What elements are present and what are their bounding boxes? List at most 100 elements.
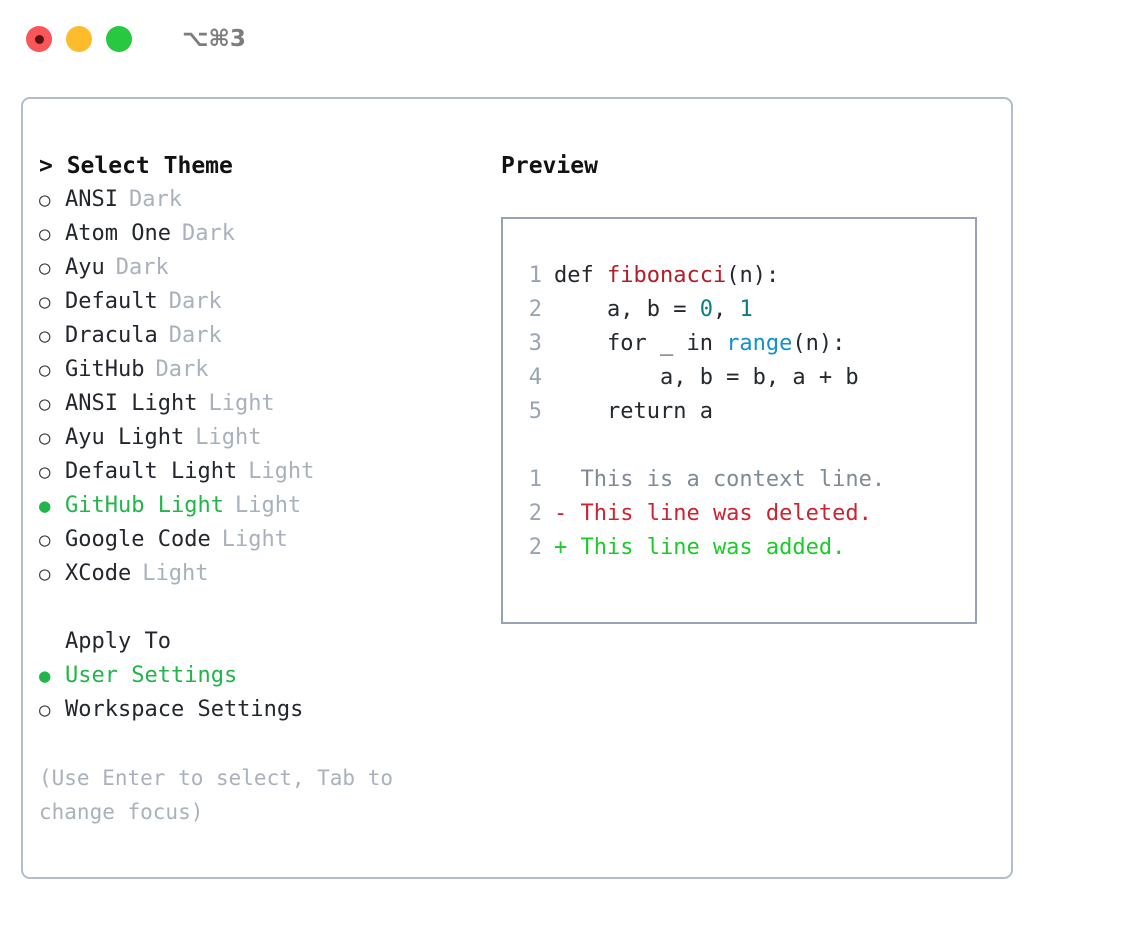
theme-option-label: XCode [65, 561, 132, 586]
diff-line-text: + This line was added. [554, 535, 846, 560]
theme-option-label: Ayu Light [65, 425, 185, 450]
code-token-plain: for _ in [554, 331, 727, 356]
close-icon [34, 34, 44, 44]
theme-option-label: Default Light [65, 459, 238, 484]
diff-line-add: 2 + This line was added. [520, 531, 975, 565]
radio-unselected-icon: ○ [39, 223, 51, 245]
line-number: 2 [528, 297, 542, 322]
theme-variant-badge: Dark [128, 187, 182, 212]
theme-variant-badge: Dark [168, 289, 222, 314]
code-token-num: 0 [699, 297, 713, 322]
line-number: 4 [528, 365, 542, 390]
code-line: 3 for _ in range(n): [520, 327, 975, 361]
keyboard-shortcut-label: ⌥⌘3 [182, 26, 246, 52]
code-token-plain: return a [554, 399, 713, 424]
title-bar: ⌥⌘3 [0, 0, 1140, 78]
theme-variant-badge: Light [221, 527, 288, 552]
code-token-plain: , [712, 297, 740, 322]
apply-to-option-user-settings[interactable]: ● User Settings [39, 659, 469, 693]
radio-unselected-icon: ○ [39, 325, 51, 347]
theme-option-label: Atom One [65, 221, 171, 246]
diff-line-del: 2 - This line was deleted. [520, 497, 975, 531]
line-number: 2 [528, 501, 542, 526]
code-token-plain: (n): [726, 263, 780, 288]
apply-to-option-workspace-settings[interactable]: ○ Workspace Settings [39, 693, 469, 727]
theme-variant-badge: Dark [155, 357, 209, 382]
theme-option-ansi-light[interactable]: ○ ANSI Light Light [39, 387, 469, 421]
theme-variant-badge: Light [208, 391, 275, 416]
radio-unselected-icon: ○ [39, 699, 51, 721]
radio-unselected-icon: ○ [39, 529, 51, 551]
code-line: 4 a, b = b, a + b [520, 361, 975, 395]
diff-line-text: This is a context line. [554, 467, 886, 492]
theme-variant-badge: Light [195, 425, 262, 450]
theme-option-label: ANSI [65, 187, 118, 212]
theme-variant-badge: Dark [168, 323, 222, 348]
code-token-plain: a, b = b, a + b [554, 365, 859, 390]
theme-variant-badge: Light [142, 561, 209, 586]
apply-to-heading: Apply To [65, 629, 171, 654]
radio-unselected-icon: ○ [39, 291, 51, 313]
keyboard-hint-text: (Use Enter to select, Tab to change focu… [39, 766, 394, 824]
code-token-plain: (n): [792, 331, 846, 356]
code-token-plain: def [554, 263, 607, 288]
theme-option-label: Ayu [65, 255, 105, 280]
code-line-text: a, b = 0, 1 [554, 293, 753, 327]
line-number: 1 [528, 467, 542, 492]
theme-option-atom-one[interactable]: ○ Atom One Dark [39, 217, 469, 251]
code-diff-spacer [520, 429, 975, 463]
radio-unselected-icon: ○ [39, 393, 51, 415]
theme-option-google-code[interactable]: ○ Google Code Light [39, 523, 469, 557]
line-number: 5 [528, 399, 542, 424]
code-line-text: for _ in range(n): [554, 327, 845, 361]
radio-unselected-icon: ○ [39, 257, 51, 279]
theme-variant-badge: Dark [181, 221, 235, 246]
radio-selected-icon: ● [39, 665, 51, 687]
line-number: 2 [528, 535, 542, 560]
diff-sample: 1 This is a context line. 2 - This line wa… [520, 463, 975, 565]
theme-option-label: Default [65, 289, 158, 314]
code-token-fn: fibonacci [606, 263, 727, 288]
radio-unselected-icon: ○ [39, 427, 51, 449]
maximize-button[interactable] [106, 26, 132, 52]
code-token-plain: a, b = [554, 297, 700, 322]
line-number: 3 [528, 331, 542, 356]
theme-option-label: ANSI Light [65, 391, 198, 416]
theme-option-ansi[interactable]: ○ ANSI Dark [39, 183, 469, 217]
theme-option-label: GitHub [65, 357, 145, 382]
radio-selected-icon: ● [39, 495, 51, 517]
theme-option-default[interactable]: ○ Default Dark [39, 285, 469, 319]
radio-unselected-icon: ○ [39, 189, 51, 211]
code-line-text: a, b = b, a + b [554, 361, 859, 395]
preview-heading: Preview [501, 153, 598, 179]
code-line-text: def fibonacci(n): [554, 259, 779, 293]
code-line: 2 a, b = 0, 1 [520, 293, 975, 327]
code-line-text: return a [554, 395, 713, 429]
code-token-num: 1 [739, 297, 753, 322]
apply-to-option-label: User Settings [65, 663, 238, 688]
apply-to-option-label: Workspace Settings [65, 697, 304, 722]
close-button[interactable] [26, 26, 52, 52]
apply-to-section: Apply To ● User Settings ○ Workspace Settin… [39, 625, 469, 727]
minimize-button[interactable] [66, 26, 92, 52]
code-line: 5 return a [520, 395, 975, 429]
code-token-call: range [726, 331, 793, 356]
theme-option-label: Google Code [65, 527, 211, 552]
theme-variant-badge: Dark [115, 255, 169, 280]
theme-option-ayu-light[interactable]: ○ Ayu Light Light [39, 421, 469, 455]
theme-option-ayu[interactable]: ○ Ayu Dark [39, 251, 469, 285]
diff-line-text: - This line was deleted. [554, 501, 872, 526]
select-theme-heading: > Select Theme [39, 153, 233, 179]
